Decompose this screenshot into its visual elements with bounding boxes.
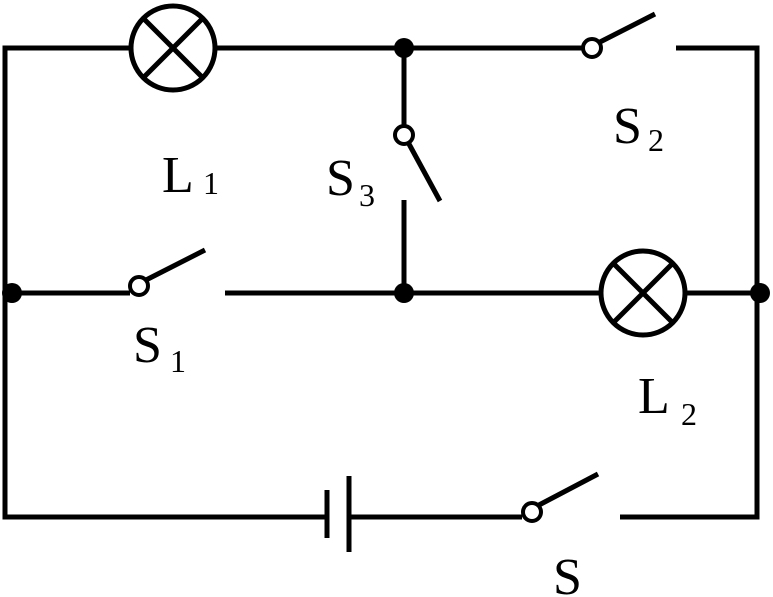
- label-s: S: [553, 549, 582, 597]
- label-s1: S: [133, 317, 162, 374]
- battery: [324, 476, 352, 552]
- lamp-l2: [598, 248, 688, 338]
- label-s3: S: [326, 150, 355, 207]
- label-s2-sub: 2: [648, 122, 664, 158]
- switch-s3: [393, 124, 443, 203]
- lamp-l1: [128, 3, 218, 93]
- switch-s1: [128, 247, 207, 297]
- label-l1-sub: 1: [203, 165, 219, 201]
- label-s3-sub: 3: [359, 177, 375, 213]
- switch-s2: [581, 11, 657, 59]
- label-l2: L: [638, 368, 670, 425]
- label-s1-sub: 1: [170, 343, 186, 379]
- junction-nodes: [2, 38, 770, 303]
- label-s2: S: [613, 98, 642, 155]
- wires: [2, 45, 760, 520]
- label-l1: L: [162, 147, 194, 204]
- switch-s: [521, 471, 600, 523]
- label-l2-sub: 2: [681, 396, 697, 432]
